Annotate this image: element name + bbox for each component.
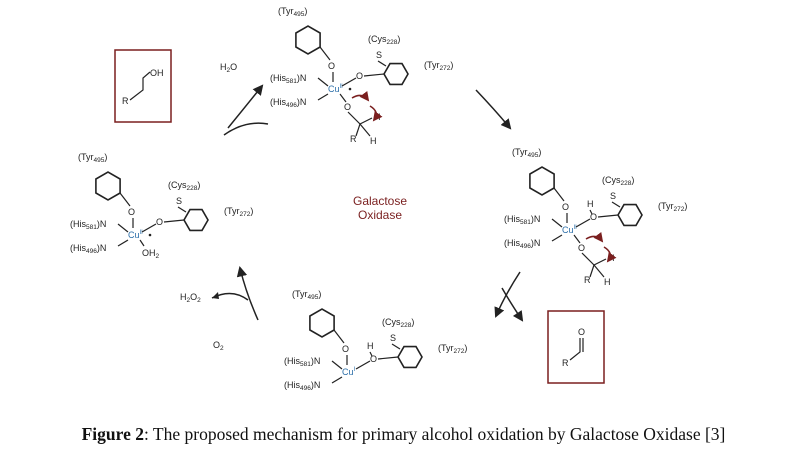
tyr495-ring [529,166,555,196]
tyr272-ring [383,62,409,86]
product-r-label: R [562,358,569,368]
sulfur: S [376,50,382,60]
substrate-r-label: R [122,96,129,106]
tyr272-label: (Tyr272) [438,343,467,355]
cys228-label: (Cys228) [602,175,634,187]
substrate-oh-label: OH [150,68,164,78]
tyr495-oxygen: O [342,344,349,354]
r-group: R [584,275,591,285]
sulfur: S [390,333,396,343]
cycle-arrows [211,84,524,322]
his581-label: (His581)N [284,356,320,368]
hydrogen-peroxide-label: H2O2 [180,292,201,304]
tyr495-oxygen: O [562,202,569,212]
tyr272-label: (Tyr272) [224,206,253,218]
tyr272-label: (Tyr272) [658,201,687,213]
sulfur: S [176,196,182,206]
cys228-label: (Cys228) [368,34,400,46]
caption-label: Figure 2 [81,424,144,444]
his496-label: (His496)N [284,380,320,392]
his581-label: (His581)N [70,219,106,231]
r-group: R [350,134,357,144]
sulfur: S [610,191,616,201]
tyr495-label: (Tyr495) [512,147,541,159]
copper-center: CuII [562,225,577,235]
h-atom-2: H [604,277,611,287]
tyr495-ring [95,171,121,201]
electron-arrow-1 [603,246,617,263]
arrow-lower-left [236,265,259,321]
copper-complexes: (Tyr495)OCuII(His581)N(His496)N(Cys228)S… [70,6,687,392]
complex-top: (Tyr495)OCuII(His581)N(His496)N(Cys228)S… [270,6,453,146]
water-label: H2O [220,62,237,74]
tyr272-ring [397,345,423,369]
tyr272-oxygen: O [156,217,163,227]
caption-text: : The proposed mechanism for primary alc… [144,424,726,444]
arrow-upper-left-branch [223,122,269,136]
product-aldehyde-box: O R [547,310,605,384]
copper-center: CuII [328,84,343,94]
tyr272-oxygen: O [590,212,597,222]
his496-label: (His496)N [70,243,106,255]
tyr495-label: (Tyr495) [292,289,321,301]
tyr495-oxygen: O [328,61,335,71]
tyr495-label: (Tyr495) [78,152,107,164]
his581-label: (His581)N [504,214,540,226]
oxygen-label: O2 [213,340,224,352]
catalytic-cycle-diagram: OH R O R H2O H2O2 O2 Galactose Oxidas [70,6,687,392]
radical-dot [148,233,152,237]
cys228-label: (Cys228) [382,317,414,329]
tyr495-label: (Tyr495) [278,6,307,18]
arrow-lower-right [494,271,521,318]
complex-bottom: (Tyr495) O CuI (His581)N (His496)N (Cys228) S (… [284,289,467,392]
enzyme-name: Galactose Oxidase [353,194,407,222]
side-labels: H2O H2O2 O2 [180,62,237,352]
figure-caption: Figure 2: The proposed mechanism for pri… [0,424,807,445]
tyr495-oxygen: O [128,207,135,217]
enzyme-name-line2: Oxidase [358,208,402,222]
alkoxide-oxygen: O [344,102,351,112]
tyr495-ring [295,25,321,55]
complex-left: (Tyr495) O CuII (His581)N (His496)N (Cys228) S… [70,152,253,260]
electron-arrow-2 [585,231,604,243]
substrate-alcohol-box: OH R [114,49,172,123]
tyr272-label: (Tyr272) [424,60,453,72]
arrow-upper-right [475,89,512,130]
tyr272-ring [183,208,209,232]
enzyme-name-line1: Galactose [353,194,407,208]
copper-center: CuII [128,230,143,240]
h-atom-2: H [370,136,377,146]
his496-label: (His496)N [504,238,540,250]
phenol-h: H [587,199,594,209]
tyr272-oxygen: O [356,71,363,81]
arrow-upper-left [227,84,264,129]
water-ligand: OH2 [142,248,160,260]
cys228-label: (Cys228) [168,180,200,192]
electron-arrow-1 [369,105,383,122]
his581-label: (His581)N [270,73,306,85]
electron-arrow-2 [351,90,370,102]
arrow-lower-right-branch [501,287,524,322]
copper-center: CuI [342,367,356,377]
radical-dot [348,87,352,91]
his496-label: (His496)N [270,97,306,109]
alkoxide-oxygen: O [578,243,585,253]
product-o-label: O [578,327,585,337]
tyr272-oxygen: O [370,354,377,364]
tyr272-ring [617,203,643,227]
complex-right: (Tyr495)OCuII(His581)N(His496)N(Cys228)S… [504,147,687,287]
phenol-h: H [367,341,374,351]
tyr495-ring [309,308,335,338]
